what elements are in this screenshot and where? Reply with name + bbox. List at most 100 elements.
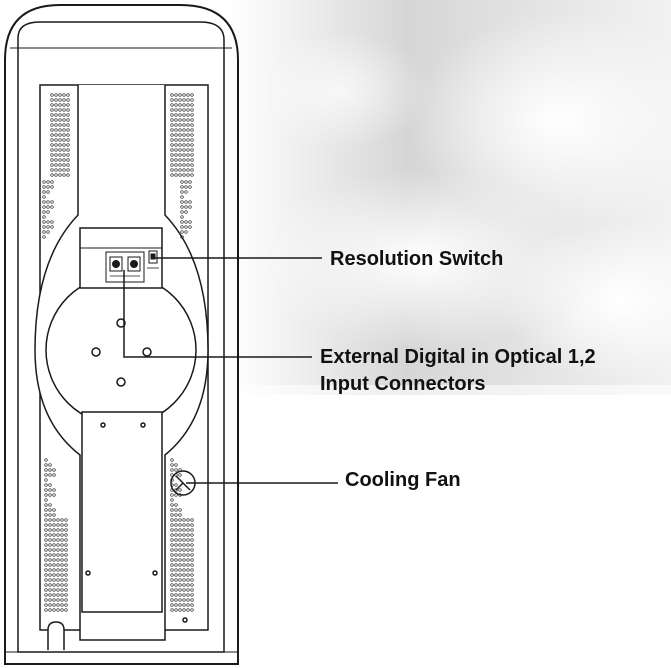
vent-hole (184, 220, 188, 224)
vent-hole (170, 153, 174, 157)
vent-hole (170, 173, 174, 177)
vent-hole (50, 220, 54, 224)
vent-hole (44, 558, 48, 562)
vent-hole (182, 98, 186, 102)
vent-hole (178, 508, 182, 512)
vent-hole (48, 483, 52, 487)
vent-hole (44, 498, 48, 502)
vent-hole (182, 103, 186, 107)
vent-hole (60, 578, 64, 582)
vent-hole (182, 543, 186, 547)
label-external-digital-line2: Input Connectors (320, 373, 486, 395)
vent-hole (56, 538, 60, 542)
vent-hole (54, 113, 58, 117)
vent-hole (66, 158, 70, 162)
vent-hole (186, 123, 190, 127)
vent-hole (190, 538, 194, 542)
vent-hole (52, 523, 56, 527)
vent-hole (170, 148, 174, 152)
vent-hole (174, 488, 178, 492)
vent-hole (50, 118, 54, 122)
vent-hole (178, 568, 182, 572)
vent-hole (186, 98, 190, 102)
vent-hole (182, 518, 186, 522)
vent-hole (174, 598, 178, 602)
vent-hole (186, 168, 190, 172)
vent-hole (50, 93, 54, 97)
vent-hole (54, 118, 58, 122)
vent-hole (170, 583, 174, 587)
vent-hole (170, 98, 174, 102)
vent-hole (64, 548, 68, 552)
vent-hole (56, 568, 60, 572)
vent-hole (58, 163, 62, 167)
vent-hole (50, 200, 54, 204)
vent-hole (42, 200, 46, 204)
vent-hole (66, 108, 70, 112)
vent-hole (170, 518, 174, 522)
vent-hole (174, 143, 178, 147)
vent-hole (174, 123, 178, 127)
vent-hole (52, 568, 56, 572)
vent-hole (186, 583, 190, 587)
vent-hole (54, 163, 58, 167)
vent-hole (66, 138, 70, 142)
vent-hole (64, 553, 68, 557)
vent-hole (170, 128, 174, 132)
vent-hole (50, 168, 54, 172)
vent-hole (52, 473, 56, 477)
vent-hole (60, 543, 64, 547)
vent-hole (170, 503, 174, 507)
vent-hole (180, 220, 184, 224)
vent-hole (48, 608, 52, 612)
vent-hole (42, 195, 46, 199)
vent-hole (54, 93, 58, 97)
vent-hole (56, 603, 60, 607)
vent-hole (174, 148, 178, 152)
vent-hole (178, 468, 182, 472)
vent-hole (54, 123, 58, 127)
vent-hole (190, 578, 194, 582)
vent-hole (190, 563, 194, 567)
vent-hole (50, 138, 54, 142)
vent-hole (58, 148, 62, 152)
vent-hole (174, 163, 178, 167)
vent-hole (190, 588, 194, 592)
vent-hole (54, 108, 58, 112)
vent-hole (66, 148, 70, 152)
vent-hole (188, 205, 192, 209)
vent-hole (54, 153, 58, 157)
vent-hole (46, 185, 50, 189)
vent-hole (190, 558, 194, 562)
vent-hole (170, 573, 174, 577)
vent-hole (184, 205, 188, 209)
vent-hole (46, 200, 50, 204)
vent-hole (178, 578, 182, 582)
vent-hole (190, 593, 194, 597)
vent-hole (174, 528, 178, 532)
vent-hole (170, 118, 174, 122)
vent-hole (62, 108, 66, 112)
vent-hole (44, 553, 48, 557)
vent-hole (44, 538, 48, 542)
vent-hole (182, 528, 186, 532)
vent-hole (182, 118, 186, 122)
vent-hole (66, 133, 70, 137)
vent-hole (190, 138, 194, 142)
vent-hole (44, 593, 48, 597)
vent-hole (170, 168, 174, 172)
vent-hole (182, 128, 186, 132)
vent-hole (184, 180, 188, 184)
vent-hole (174, 118, 178, 122)
vent-hole (66, 123, 70, 127)
vent-hole (180, 225, 184, 229)
vent-hole (170, 603, 174, 607)
vent-hole (174, 513, 178, 517)
vent-hole (190, 98, 194, 102)
vent-hole (44, 608, 48, 612)
vent-hole (174, 603, 178, 607)
vent-hole (178, 148, 182, 152)
vent-hole (62, 153, 66, 157)
vent-hole (180, 215, 184, 219)
vent-hole (56, 533, 60, 537)
